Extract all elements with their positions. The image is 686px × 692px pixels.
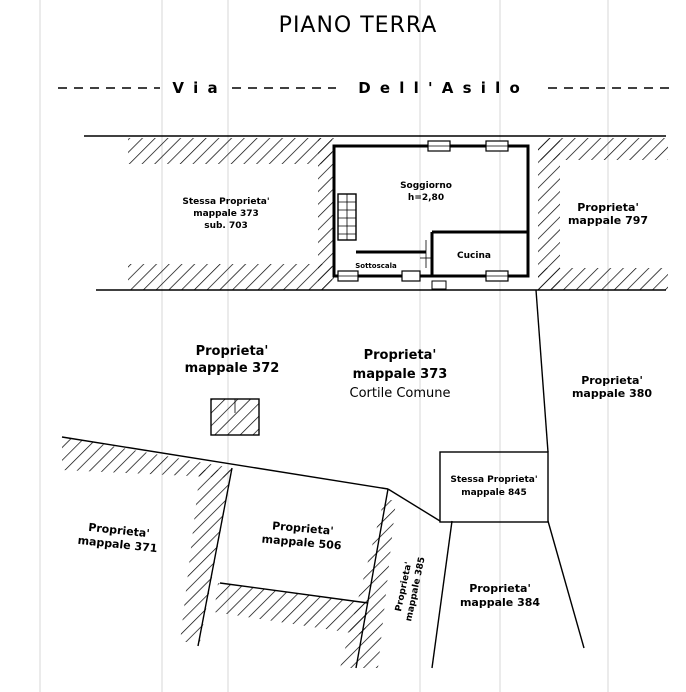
svg-text:mappale 372: mappale 372 xyxy=(185,361,280,376)
svg-text:Cortile Comune: Cortile Comune xyxy=(350,386,451,401)
label-parcel-385: Proprieta' mappale 385 xyxy=(394,556,428,622)
svg-text:Proprieta': Proprieta' xyxy=(88,521,151,540)
svg-text:mappale 384: mappale 384 xyxy=(460,596,540,609)
page-title: PIANO TERRA xyxy=(279,13,438,38)
label-soggiorno: Soggiorno h=2,80 xyxy=(400,181,452,203)
scan-guides xyxy=(39,0,609,692)
hatched-areas xyxy=(62,138,668,668)
svg-text:Proprieta': Proprieta' xyxy=(272,519,335,537)
svg-text:mappale 797: mappale 797 xyxy=(568,214,648,227)
svg-text:mappale 380: mappale 380 xyxy=(572,387,652,400)
building-outline xyxy=(332,140,530,290)
svg-text:mappale 373: mappale 373 xyxy=(193,209,259,219)
svg-text:Soggiorno: Soggiorno xyxy=(400,181,452,191)
street-line: V i a D e l l ' A s i l o xyxy=(58,79,672,97)
svg-text:Proprieta': Proprieta' xyxy=(581,374,643,387)
svg-text:mappale 373: mappale 373 xyxy=(353,367,448,382)
svg-text:mappale 845: mappale 845 xyxy=(461,488,527,498)
street-label-asilo: D e l l ' A s i l o xyxy=(358,79,522,97)
label-parcel-506: Proprieta' mappale 506 xyxy=(261,519,342,552)
street-label-via: V i a xyxy=(172,79,219,97)
label-parcel-380: Proprieta' mappale 380 xyxy=(572,374,652,400)
label-parcel-797: Proprieta' mappale 797 xyxy=(568,201,648,227)
svg-text:Proprieta': Proprieta' xyxy=(577,201,639,214)
label-parcel-384: Proprieta' mappale 384 xyxy=(460,582,540,609)
label-parcel-373: Proprieta' mappale 373 Cortile Comune xyxy=(350,348,451,401)
label-cucina: Cucina xyxy=(457,251,491,261)
svg-text:Stessa Proprieta': Stessa Proprieta' xyxy=(450,475,537,485)
label-parcel-845: Stessa Proprieta' mappale 845 xyxy=(450,475,537,498)
svg-text:Proprieta': Proprieta' xyxy=(364,348,437,363)
property-lines xyxy=(61,135,666,669)
parcel-845-outline xyxy=(439,451,549,523)
svg-text:Stessa Proprieta': Stessa Proprieta' xyxy=(182,197,269,207)
svg-text:sub. 703: sub. 703 xyxy=(204,221,248,231)
svg-text:h=2,80: h=2,80 xyxy=(408,193,444,203)
label-sottoscala: Sottoscala xyxy=(355,262,397,270)
label-parcel-371: Proprieta' mappale 371 xyxy=(77,521,158,555)
svg-text:Proprieta': Proprieta' xyxy=(469,582,531,595)
label-parcel-372: Proprieta' mappale 372 xyxy=(185,344,280,376)
label-stessa-373: Stessa Proprieta' mappale 373 sub. 703 xyxy=(182,197,269,231)
svg-text:Proprieta': Proprieta' xyxy=(196,344,269,359)
